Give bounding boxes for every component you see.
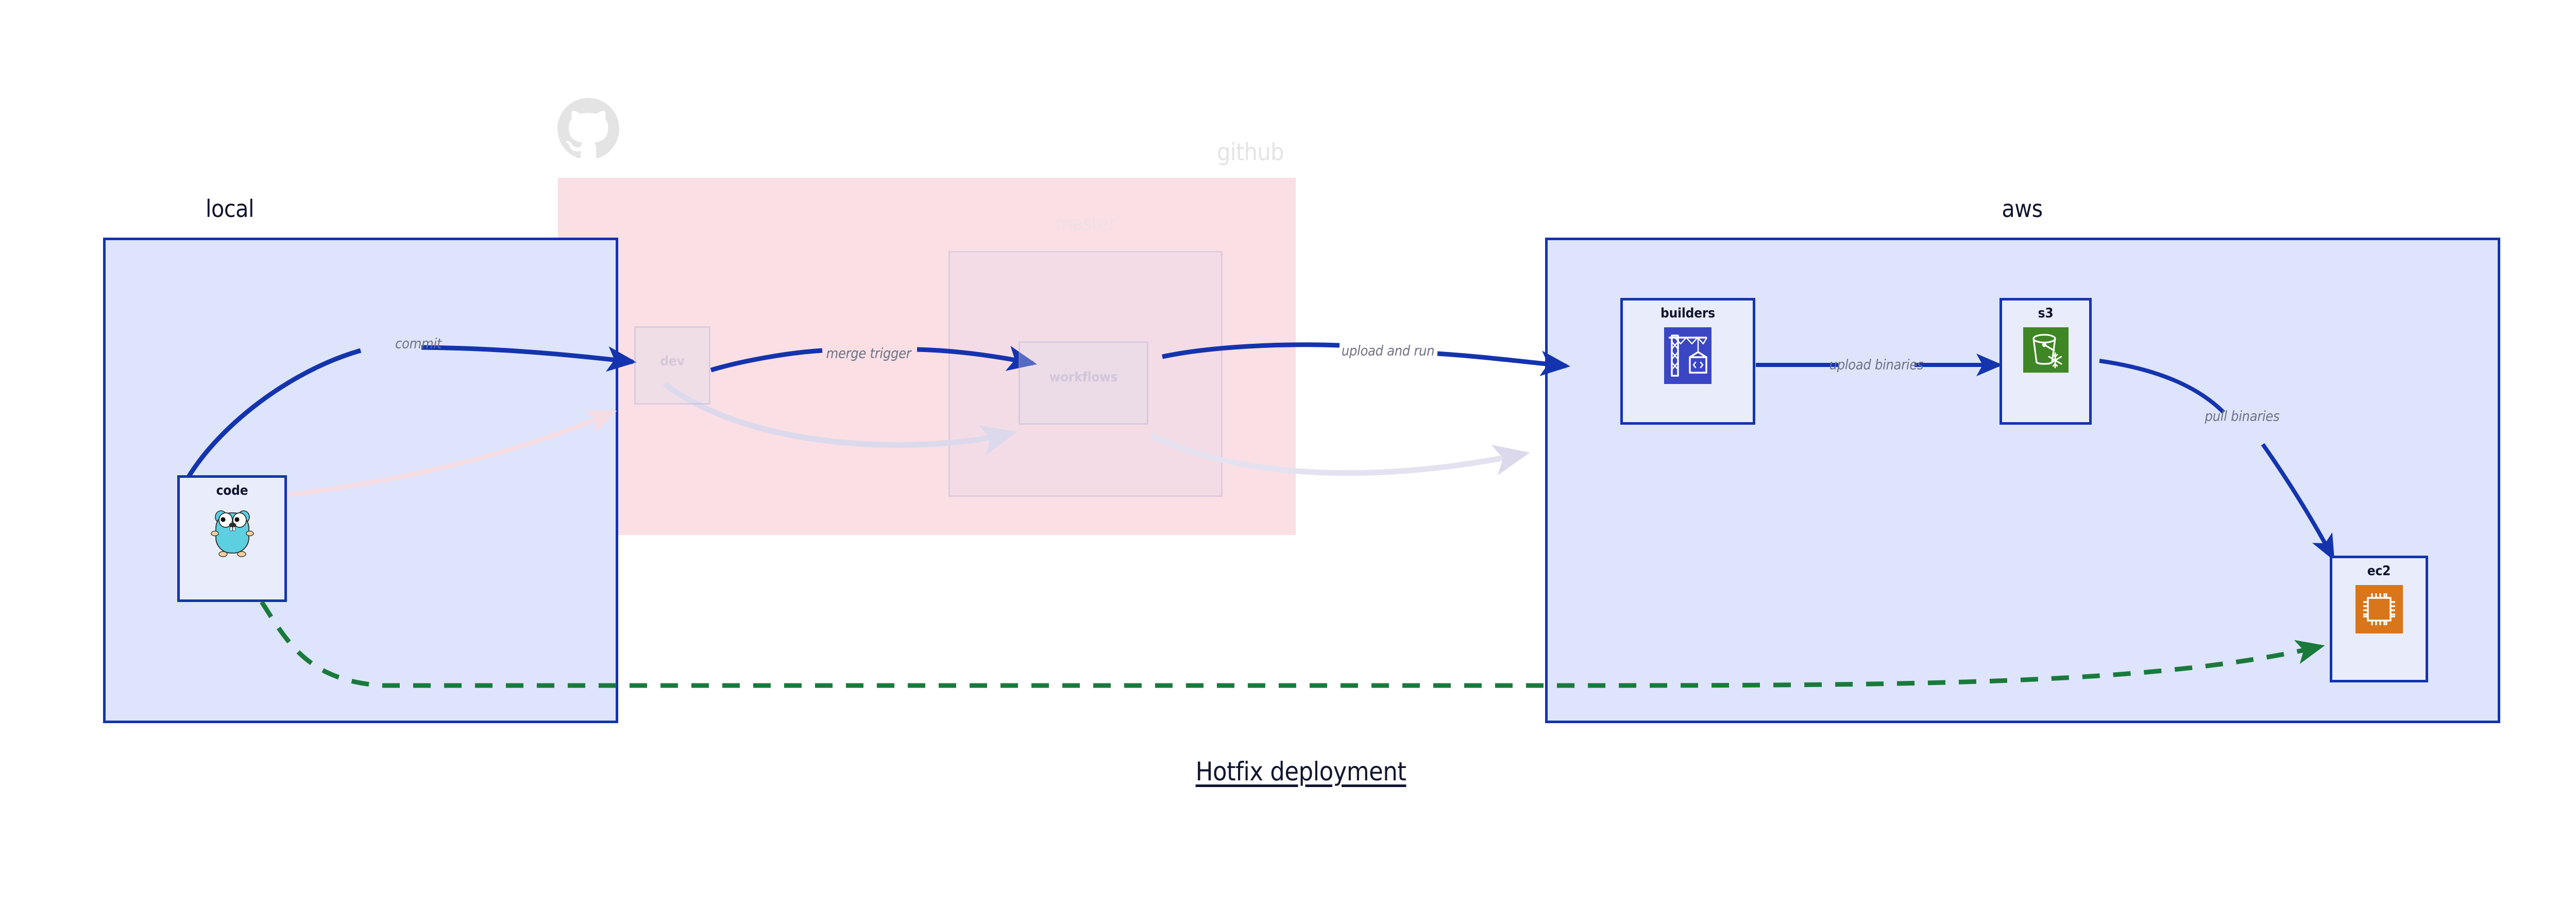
edge-label-commit: commit	[395, 336, 442, 352]
edge-faint-dev-workflows	[663, 381, 1018, 456]
edge-commit-tail	[421, 345, 637, 372]
node-s3[interactable]: s3	[1999, 298, 2092, 425]
aws-codebuild-icon	[1664, 327, 1711, 384]
node-workflows[interactable]: workflows	[1019, 341, 1148, 425]
node-ec2-label: ec2	[2367, 563, 2391, 579]
edge-hotfix-direct	[260, 600, 2325, 688]
edge-upload-and-run	[1162, 342, 1340, 359]
node-builders-label: builders	[1660, 306, 1715, 321]
node-builders[interactable]: builders	[1620, 298, 1755, 425]
node-dev-label: dev	[660, 354, 685, 369]
node-dev[interactable]: dev	[634, 326, 710, 405]
edge-faint-workflows-builders	[1150, 433, 1530, 476]
edge-commit	[183, 348, 362, 483]
edge-merge-trigger-tail	[917, 346, 1037, 371]
edge-merge-trigger	[710, 348, 823, 373]
edge-pull-binaries-tail	[2261, 443, 2335, 561]
github-octocat-icon	[557, 98, 619, 160]
group-label-github: github	[1217, 138, 1284, 166]
aws-ec2-icon	[2355, 585, 2403, 633]
diagram-title: Hotfix deployment	[1195, 757, 1406, 787]
edge-faint-code-dev	[288, 410, 617, 497]
edge-label-merge-trigger: merge trigger	[826, 345, 911, 362]
group-label-master: master	[1055, 212, 1116, 235]
node-code-label: code	[216, 483, 248, 498]
aws-s3-glacier-icon	[2023, 327, 2069, 373]
node-workflows-label: workflows	[1049, 370, 1118, 385]
group-label-local: local	[206, 195, 254, 223]
node-ec2[interactable]: ec2	[2330, 556, 2428, 682]
node-code[interactable]: code	[177, 475, 287, 602]
edge-label-upload-binaries: upload binaries	[1829, 357, 1924, 373]
group-master	[948, 251, 1223, 497]
edge-label-upload-and-run: upload and run	[1341, 343, 1435, 359]
go-gopher-icon	[209, 505, 256, 558]
node-s3-label: s3	[2038, 306, 2054, 321]
edge-pull-binaries	[2099, 359, 2225, 414]
edge-label-pull-binaries: pull binaries	[2205, 408, 2280, 425]
group-label-aws: aws	[2002, 195, 2043, 223]
edge-upload-and-run-tail	[1437, 350, 1571, 376]
